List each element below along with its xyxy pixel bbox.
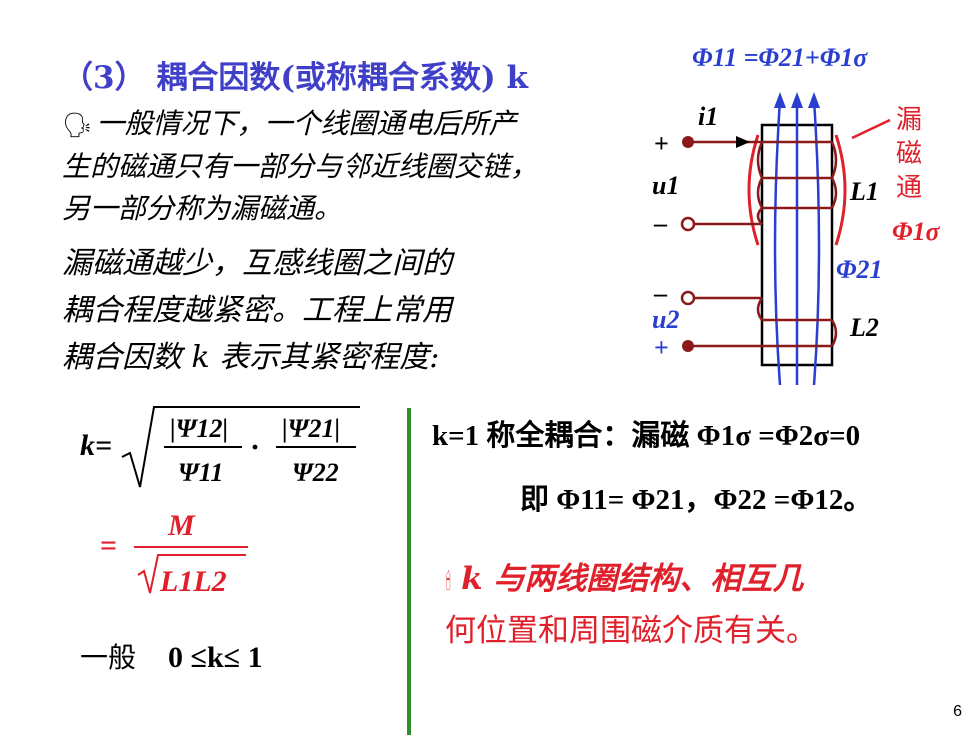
note-line2: 何位置和周围磁介质有关。 — [445, 613, 817, 649]
leak-loop-right — [834, 134, 847, 246]
psi21: |Ψ21| — [282, 414, 340, 443]
para1-line1: 一般情况下，一个线圈通电后所产 — [96, 107, 517, 140]
note-line1: k 与两线圈结构、相互几 — [461, 561, 804, 597]
terminal-2-minus — [680, 290, 696, 306]
full-coupling-line: k=1 称全耦合：漏磁 Φ1σ =Φ2σ=0 — [432, 420, 861, 452]
flux-equation: Φ11 =Φ21+Φ1σ — [692, 43, 868, 72]
psi22: Ψ22 — [292, 458, 339, 487]
coupling-formula: k= |Ψ12| Ψ11 · |Ψ21| Ψ22 = M L1L2 一般 0 ≤… — [80, 406, 360, 674]
label-leak-3: 通 — [896, 173, 922, 203]
label-L1: L1 — [849, 177, 879, 206]
sqrt-sign-2 — [137, 554, 246, 594]
paragraph-coupling: 漏磁通越少，互感线圈之间的 耦合程度越紧密。工程上常用 耦合因数 k 表示其紧密… — [62, 240, 452, 381]
formula-k-eq: k= — [80, 429, 112, 462]
para2-line3: 耦合因数 k 表示其紧密程度: — [62, 340, 440, 375]
label-leak-1: 漏 — [896, 105, 922, 135]
coil-L2 — [690, 296, 838, 348]
terminal-2-plus — [682, 340, 694, 352]
leak-pointer — [851, 118, 891, 140]
label-u1: u1 — [652, 171, 679, 200]
speaker-icon: 🗣 — [62, 111, 93, 139]
formula-M: M — [167, 509, 196, 542]
flux-equal-line: 即 Φ11= Φ21，Φ22 =Φ12。 — [520, 484, 873, 516]
formula-eq2: = — [100, 529, 117, 562]
para1-line2: 生的磁通只有一部分与邻近线圈交链， — [62, 150, 539, 183]
flux-lines — [773, 99, 821, 386]
label-plus-top: + — [654, 129, 669, 158]
vertical-divider — [407, 408, 411, 735]
k-range: 0 ≤k≤ 1 — [168, 641, 263, 674]
label-u2: u2 — [652, 305, 679, 334]
range-prefix: 一般 — [80, 641, 136, 674]
note-block: 🕯 k 与两线圈结构、相互几 何位置和周围磁介质有关。 — [445, 555, 817, 655]
label-leak-2: 磁 — [896, 139, 922, 169]
label-minus-bot: – — [653, 279, 668, 308]
slide-title: （3） 耦合因数(或称耦合系数) k — [62, 60, 528, 96]
terminal-1-plus — [682, 136, 694, 148]
candle-icon: 🕯 — [445, 570, 452, 595]
terminal-1-minus — [680, 216, 696, 232]
label-minus-top: – — [653, 209, 668, 238]
label-phi1s: Φ1σ — [892, 217, 941, 246]
psi12: |Ψ12| — [170, 414, 228, 443]
coupled-coils-diagram: Φ11 =Φ21+Φ1σ — [652, 43, 941, 386]
label-i1: i1 — [698, 102, 718, 131]
para1-line3: 另一部分称为漏磁通。 — [62, 192, 343, 225]
sqrt-sign — [121, 406, 360, 488]
para2-line1: 漏磁通越少，互感线圈之间的 — [62, 246, 452, 281]
current-arrow — [736, 136, 750, 148]
label-plus-bot: + — [654, 333, 669, 362]
dot-operator: · — [250, 431, 260, 464]
formula-L1L2: L1L2 — [159, 565, 227, 598]
label-phi21: Φ21 — [836, 255, 883, 284]
label-L2: L2 — [849, 313, 879, 342]
leak-loop-left — [747, 134, 760, 246]
page-number: 6 — [953, 703, 962, 720]
para2-line2: 耦合程度越紧密。工程上常用 — [62, 293, 452, 328]
psi11: Ψ11 — [178, 458, 223, 487]
paragraph-leakage-intro: 🗣一般情况下，一个线圈通电后所产 生的磁通只有一部分与邻近线圈交链， 另一部分称… — [62, 103, 538, 230]
